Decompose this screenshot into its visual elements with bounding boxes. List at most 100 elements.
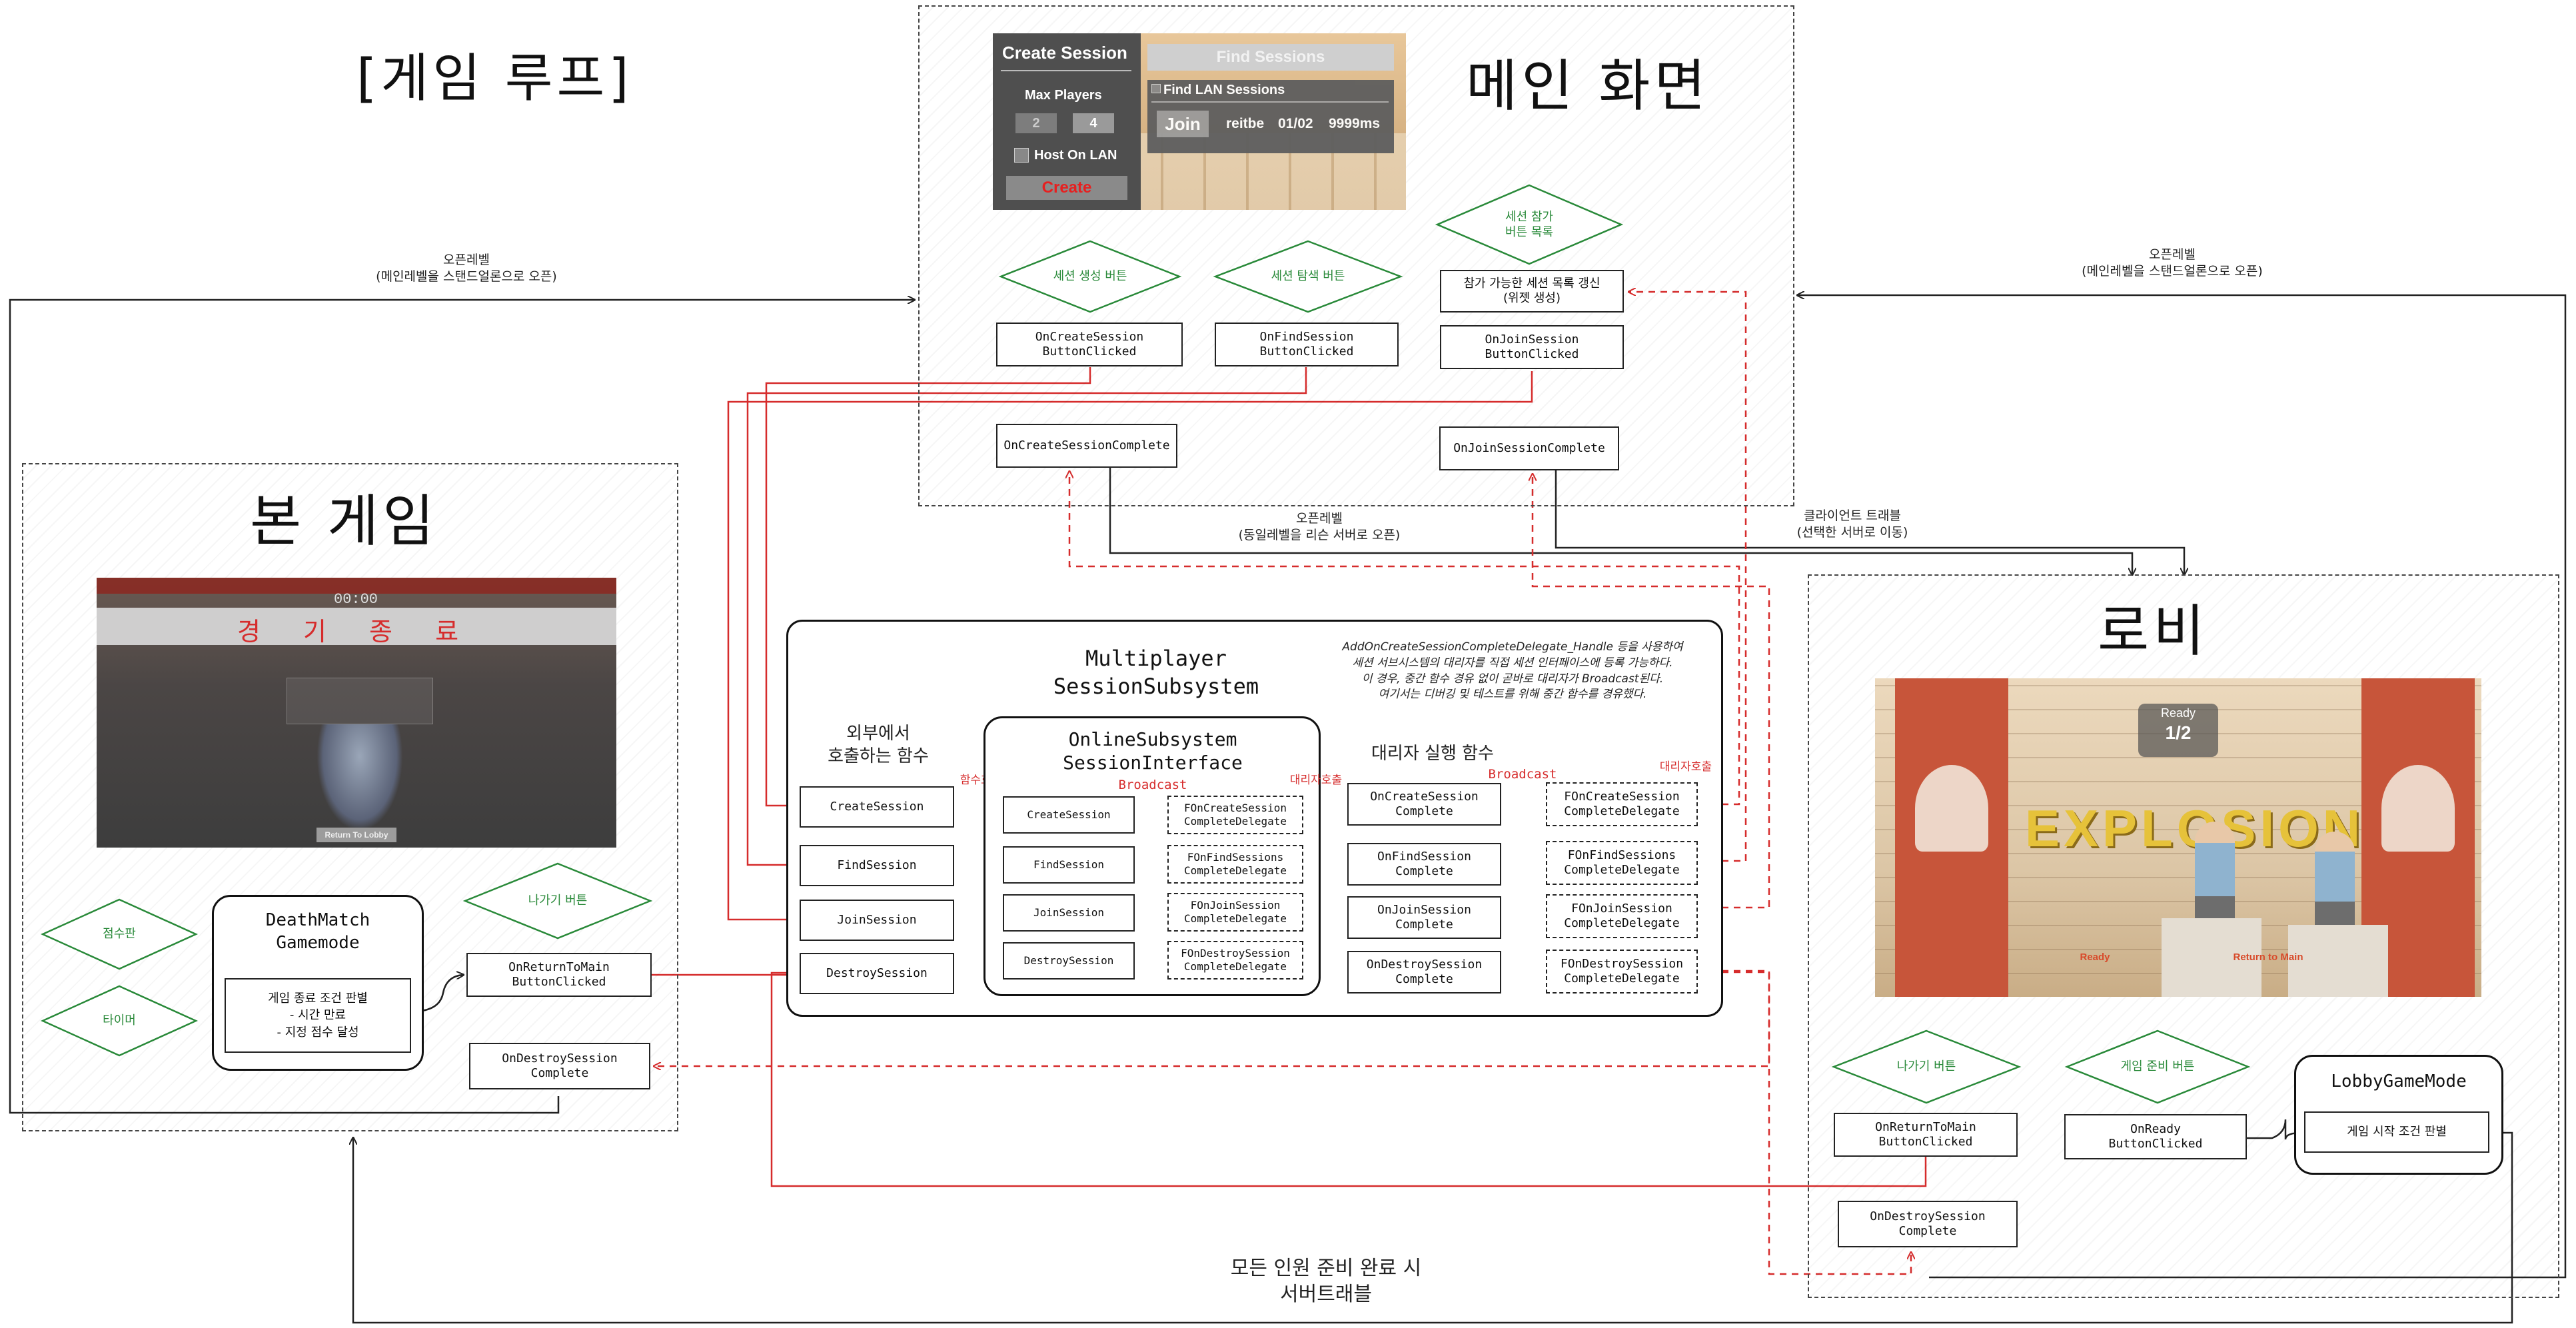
explosion-logo: EXPLOSION [2025, 799, 2365, 858]
session-result-ping: 9999ms [1329, 116, 1381, 131]
game-exit-label: 나가기 버튼 [528, 894, 588, 908]
right-tree-emblem [2381, 765, 2455, 852]
lobby-exit-button-decision: 나가기 버튼 [1831, 1029, 2022, 1104]
scoreboard-overlay [287, 678, 433, 724]
scoreboard-label: 점수판 [103, 927, 136, 942]
on-join-session-complete: OnJoinSessionComplete [1439, 426, 1619, 470]
external-create-session: CreateSession [800, 786, 954, 828]
find-session-button-decision: 세션 탐색 버튼 [1213, 240, 1403, 313]
timer-decision: 타이머 [40, 985, 199, 1057]
session-list-panel: Find LAN Sessions Join reitbe 01/02 9999… [1147, 80, 1394, 153]
main-screen-title: 메인 화면 [1466, 53, 1710, 119]
open-level-right-label: 오픈레벨 (메인레벨을 스탠드얼론으로 오픈) [2082, 247, 2263, 279]
on-create-session-complete: OnCreateSessionComplete [996, 424, 1177, 468]
lobby-ready-button[interactable]: Ready [2080, 952, 2110, 963]
subsystem-create-session-delegate: FOnCreateSession CompleteDelegate [1546, 782, 1698, 826]
on-destroy-session-complete-fn: OnDestroySession Complete [1347, 951, 1501, 994]
interface-join-session: JoinSession [1003, 894, 1135, 932]
external-join-session: JoinSession [800, 900, 954, 941]
lobby-on-ready-clicked: OnReady ButtonClicked [2064, 1114, 2247, 1159]
create-session-title: Create Session [1002, 43, 1127, 63]
on-find-session-complete-fn: OnFindSession Complete [1347, 843, 1501, 886]
delegate-call-label-2: 대리자호출 [1659, 760, 1712, 774]
match-timer: 00:00 [334, 591, 378, 608]
host-on-lan-label: Host On LAN [1034, 148, 1117, 163]
return-to-lobby-button[interactable]: Return To Lobby [317, 828, 396, 842]
pedestal-right [2288, 925, 2388, 997]
on-create-session-complete-fn: OnCreateSession Complete [1347, 783, 1501, 826]
external-destroy-session: DestroySession [800, 953, 954, 994]
lobby-title: 로비 [2098, 598, 2209, 664]
create-session-panel: Create Session Max Players 2 4 Host On L… [993, 33, 1141, 210]
create-button[interactable]: Create [1006, 176, 1127, 200]
open-level-listen-label: 오픈레벨 (동일레벨을 리슨 서버로 오픈) [1238, 511, 1401, 542]
subsystem-destroy-session-delegate: FOnDestroySession CompleteDelegate [1546, 950, 1698, 994]
lobby-exit-label: 나가기 버튼 [1896, 1059, 1956, 1074]
deathmatch-gamemode-title: DeathMatch Gamemode [265, 910, 370, 953]
left-tree-emblem [1915, 765, 1988, 852]
game-start-condition-check: 게임 시작 조건 판별 [2304, 1111, 2489, 1153]
join-button[interactable]: Join [1157, 111, 1209, 137]
on-create-session-button-clicked: OnCreateSession ButtonClicked [996, 323, 1183, 366]
lobby-return-to-main-button[interactable]: Return to Main [2233, 952, 2303, 963]
open-level-left-label: 오픈레벨 (메인레벨을 스탠드얼론으로 오픈) [376, 253, 557, 284]
host-on-lan-checkbox[interactable] [1014, 148, 1029, 163]
lobby-on-return-to-main-clicked: OnReturnToMain ButtonClicked [1834, 1113, 2018, 1157]
delegate-execution-label: 대리자 실행 함수 [1371, 744, 1494, 764]
game-on-destroy-session-complete: OnDestroySession Complete [469, 1043, 650, 1089]
game-exit-button-decision: 나가기 버튼 [462, 862, 653, 940]
subsystem-title: Multiplayer SessionSubsystem [1053, 646, 1259, 699]
match-end-screenshot: 00:00 경 기 종 료 Return To Lobby [97, 578, 616, 848]
match-end-banner-bg [97, 608, 616, 645]
title-divider [1001, 70, 1131, 71]
lobby-ready-label: 게임 준비 버튼 [2120, 1059, 2195, 1074]
join-session-list-decision: 세션 참가 버튼 목록 [1435, 184, 1624, 265]
interface-create-session-delegate: FOnCreateSession CompleteDelegate [1167, 796, 1303, 834]
subsystem-join-session-delegate: FOnJoinSession CompleteDelegate [1546, 894, 1698, 938]
find-sessions-button[interactable]: Find Sessions [1147, 44, 1394, 71]
join-session-decision-label: 세션 참가 버튼 목록 [1505, 209, 1553, 239]
player-figure [317, 724, 403, 831]
interface-find-session: FindSession [1003, 846, 1135, 884]
lobby-gamemode-title: LobbyGameMode [2331, 1071, 2467, 1091]
match-end-banner: 경 기 종 료 [237, 617, 476, 646]
timer-label: 타이머 [103, 1013, 136, 1028]
external-find-session: FindSession [800, 845, 954, 886]
client-travel-label: 클라이언트 트래블 (선택한 서버로 이동) [1796, 508, 1908, 540]
find-lan-label: Find LAN Sessions [1163, 83, 1285, 97]
player-option-4[interactable]: 4 [1073, 113, 1114, 133]
server-travel-label: 모든 인원 준비 완료 시 서버트래블 [1230, 1257, 1422, 1306]
lan-divider [1151, 101, 1389, 103]
end-condition-check: 게임 종료 조건 판별 - 시간 만료 - 지정 점수 달성 [225, 978, 411, 1053]
lobby-ready-button-decision: 게임 준비 버튼 [2064, 1029, 2251, 1104]
player-two-figure [2315, 832, 2355, 932]
interface-create-session: CreateSession [1003, 796, 1135, 834]
session-interface-title: OnlineSubsystem SessionInterface [1063, 728, 1243, 774]
delegate-call-label: 대리자호출 [1289, 774, 1343, 787]
lobby-screenshot: Ready 1/2 EXPLOSION Ready Return to Main [1875, 678, 2481, 997]
ready-counter-bg [2138, 704, 2218, 757]
subsystem-note: AddOnCreateSessionCompleteDelegate_Handl… [1342, 640, 1683, 702]
on-join-session-complete-fn: OnJoinSession Complete [1347, 896, 1501, 939]
external-functions-label: 외부에서 호출하는 함수 [828, 724, 929, 766]
pedestal-left [2162, 918, 2261, 997]
top-bar [97, 578, 616, 594]
game-on-return-to-main-clicked: OnReturnToMain ButtonClicked [466, 953, 652, 997]
interface-find-sessions-delegate: FOnFindSessions CompleteDelegate [1167, 845, 1303, 884]
main-game-title: 본 게임 [250, 488, 438, 554]
find-session-decision-label: 세션 탐색 버튼 [1271, 269, 1345, 284]
interface-join-session-delegate: FOnJoinSession CompleteDelegate [1167, 893, 1303, 932]
broadcast-label: Broadcast [1118, 778, 1187, 792]
player-one-figure [2195, 822, 2235, 928]
scoreboard-decision: 점수판 [40, 898, 199, 970]
subsystem-find-sessions-delegate: FOnFindSessions CompleteDelegate [1546, 841, 1698, 885]
main-menu-screenshot: Create Session Max Players 2 4 Host On L… [993, 33, 1406, 210]
player-option-2[interactable]: 2 [1015, 113, 1057, 133]
lobby-on-destroy-session-complete: OnDestroySession Complete [1838, 1201, 2018, 1247]
on-join-session-button-clicked: OnJoinSession ButtonClicked [1440, 325, 1624, 369]
max-players-label: Max Players [1025, 88, 1102, 103]
session-result-name: reitbe [1226, 116, 1265, 131]
ready-counter-value: 1/2 [2165, 722, 2192, 743]
find-lan-checkbox[interactable] [1151, 84, 1161, 93]
interface-destroy-session: DestroySession [1003, 942, 1135, 980]
